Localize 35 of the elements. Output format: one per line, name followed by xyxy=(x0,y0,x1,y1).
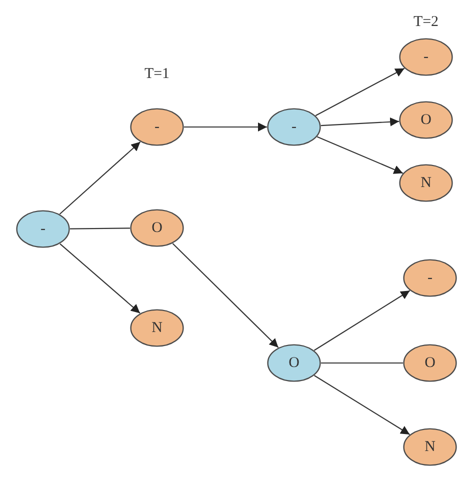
arrow xyxy=(172,243,279,348)
node-label: - xyxy=(428,270,432,286)
node-label: O xyxy=(288,354,300,372)
arrow xyxy=(320,117,400,126)
ellipse-node xyxy=(130,108,184,146)
arrow xyxy=(184,122,267,132)
arrow xyxy=(316,136,404,174)
arrow xyxy=(315,68,405,116)
node-label: O xyxy=(424,354,436,372)
time-step-label: T=1 xyxy=(144,66,170,83)
ellipse-node xyxy=(130,309,184,347)
ellipse-node xyxy=(399,164,453,202)
ellipse-node xyxy=(403,344,457,382)
ellipse-node xyxy=(399,38,453,76)
ellipse-node xyxy=(403,259,457,297)
ellipse-node xyxy=(267,344,321,382)
time-step-label: T=2 xyxy=(413,14,439,31)
node-label: - xyxy=(292,118,296,136)
arrow xyxy=(314,375,410,435)
arrow xyxy=(59,142,141,214)
ellipse-node xyxy=(16,210,70,248)
ellipse-node xyxy=(399,101,453,139)
ellipse-node xyxy=(403,428,457,466)
arrow xyxy=(60,243,140,314)
node-label: O xyxy=(152,220,162,236)
ellipse-node xyxy=(267,108,321,146)
node-label: - xyxy=(424,48,428,66)
node-label: - xyxy=(40,220,46,238)
node-label: N xyxy=(420,174,432,192)
ellipse-node xyxy=(130,209,184,247)
node-label: O xyxy=(420,112,432,128)
arrow xyxy=(314,290,410,351)
node-label: N xyxy=(424,438,436,456)
node-label: - xyxy=(154,118,160,136)
node-label: N xyxy=(152,320,162,336)
